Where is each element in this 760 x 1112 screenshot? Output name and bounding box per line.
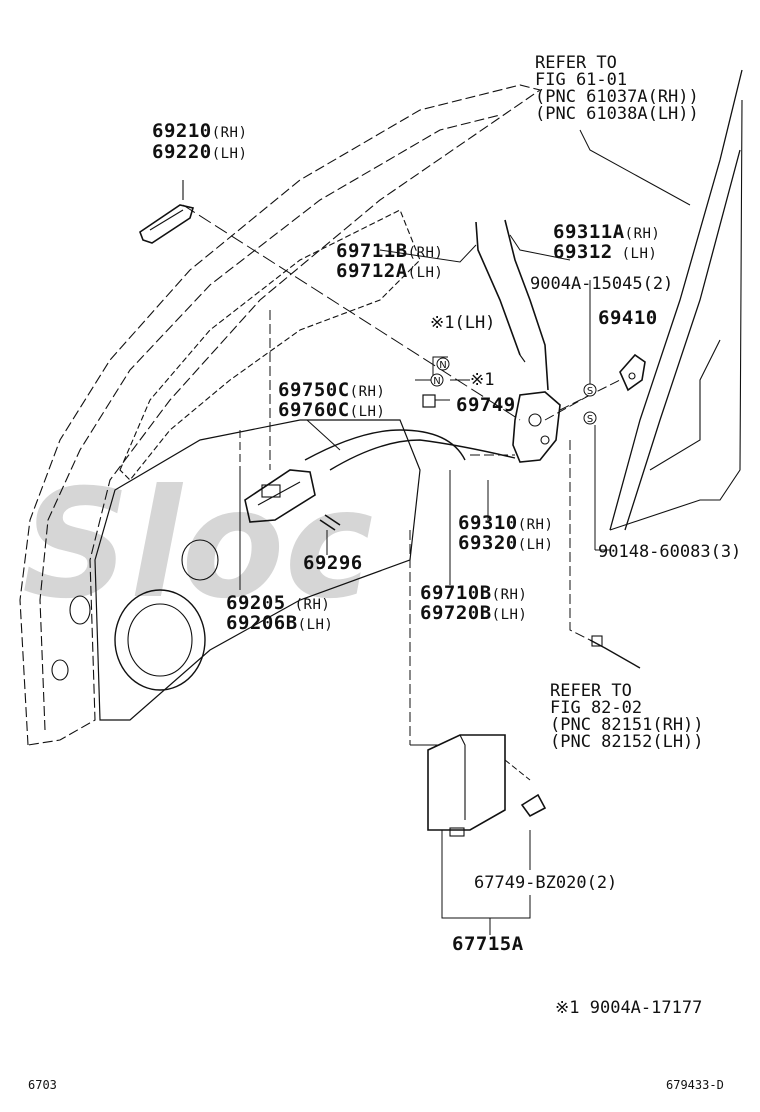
n-symbol-text: N <box>439 360 446 371</box>
part-label-69310: 69310(RH) <box>458 512 554 534</box>
n-symbol-1 <box>436 357 450 371</box>
note-x1: ※1 <box>470 370 495 390</box>
lock-rod <box>475 221 521 356</box>
screw <box>319 514 341 531</box>
inner-handle <box>244 469 316 523</box>
part-label-69710B: 69710B(RH) <box>420 582 528 604</box>
lock-cable <box>304 429 466 461</box>
part-label-69206B: 69206B(LH) <box>226 612 334 634</box>
control-module <box>427 734 506 837</box>
n-symbol-text: N <box>433 376 440 387</box>
part-label-69410: 69410 <box>598 307 658 329</box>
n-symbol-2 <box>430 373 444 387</box>
door-striker <box>619 353 646 392</box>
note-x1-lh: ※1(LH) <box>430 313 496 333</box>
door-frame-outline <box>19 84 542 746</box>
part-label-69760C: 69760C(LH) <box>278 399 386 421</box>
s-symbol-1 <box>583 383 597 397</box>
wire-connector <box>589 639 641 669</box>
footnote: ※1 9004A-17177 <box>555 998 703 1018</box>
part-label-67749-BZ020: 67749-BZ020(2) <box>474 873 618 893</box>
part-label-69720B: 69720B(LH) <box>420 602 528 624</box>
s-symbol-text: S <box>587 414 593 425</box>
page-code: 6703 <box>28 1078 57 1092</box>
s-symbol-2 <box>583 411 597 425</box>
part-label-67715A: 67715A <box>452 933 524 955</box>
speaker-hole <box>114 589 206 691</box>
door-inner-outline <box>39 114 501 731</box>
s-symbol-text: S <box>587 386 593 397</box>
part-label-69296: 69296 <box>303 552 363 574</box>
figure-code: 679433-D <box>666 1078 724 1092</box>
part-label-69711B: 69711B(RH) <box>336 240 444 262</box>
door-lock-assembly <box>512 391 561 463</box>
part-label-69210: 69210(RH) <box>152 120 248 142</box>
part-label-69205: 69205 (RH) <box>226 592 331 614</box>
clip-69749 <box>422 394 436 408</box>
part-label-69311A: 69311A(RH) <box>553 221 661 243</box>
part-label-9004A-15045: 9004A-15045(2) <box>530 274 674 294</box>
part-label-69750C: 69750C(RH) <box>278 379 386 401</box>
part-label-69749: 69749 <box>456 394 516 416</box>
watermark: Sloc <box>22 458 373 632</box>
door-pillar <box>609 69 743 531</box>
part-label-69312: 69312 (LH) <box>553 241 658 263</box>
part-label-69712A: 69712A(LH) <box>336 260 444 282</box>
part-label-69220: 69220(LH) <box>152 141 248 163</box>
part-label-69320: 69320(LH) <box>458 532 554 554</box>
part-label-90148-60083: 90148-60083(3) <box>598 542 742 562</box>
outer-handle <box>139 180 195 244</box>
